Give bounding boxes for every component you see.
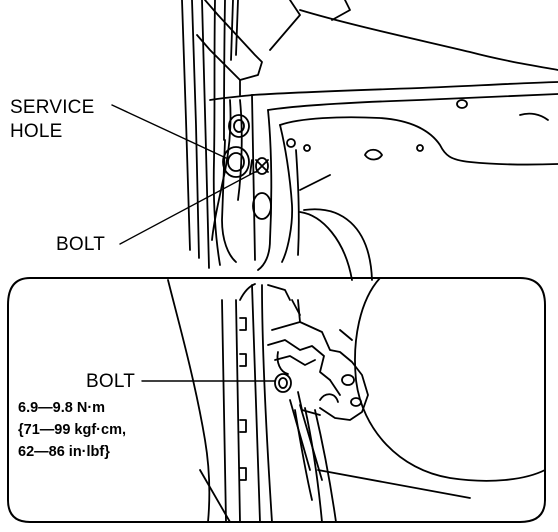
detail-frame [7,277,546,523]
upper-door-view [181,0,558,271]
zoom-pointer-right [303,208,373,281]
leader-lines [111,104,276,382]
latch-mechanism [267,299,369,523]
detail-left-curve [167,279,211,523]
upper-bolt [249,157,269,175]
service-hole [222,146,250,178]
service-hole-label-line2: HOLE [10,121,63,142]
panel-left-flange [251,94,256,261]
detail-round-panel [354,277,546,482]
pillar-inner [221,139,237,263]
torque-spec-line1: 6.9—9.8 N·m [18,400,106,416]
upper-bolt-leader [119,171,256,245]
torque-spec-line2: {71—99 kgf·cm, [18,422,126,438]
upper-bar [196,0,263,81]
detail-bolt [274,373,292,393]
pillar-left [212,0,221,266]
service-hole-label-line1: SERVICE [10,97,95,118]
panel-contour [279,116,558,166]
service-hole-leader [111,104,227,159]
upper-bolt-label: BOLT [56,234,106,255]
outer-door-edge [181,0,191,251]
detail-bolt-label: BOLT [86,371,136,392]
inner-panel-top [299,9,558,71]
torque-spec-line3: 62—86 in·lbf} [18,444,110,460]
detail-view [167,277,546,523]
outer-door-edge-inner [191,0,200,259]
zoom-pointer-left [299,211,353,281]
